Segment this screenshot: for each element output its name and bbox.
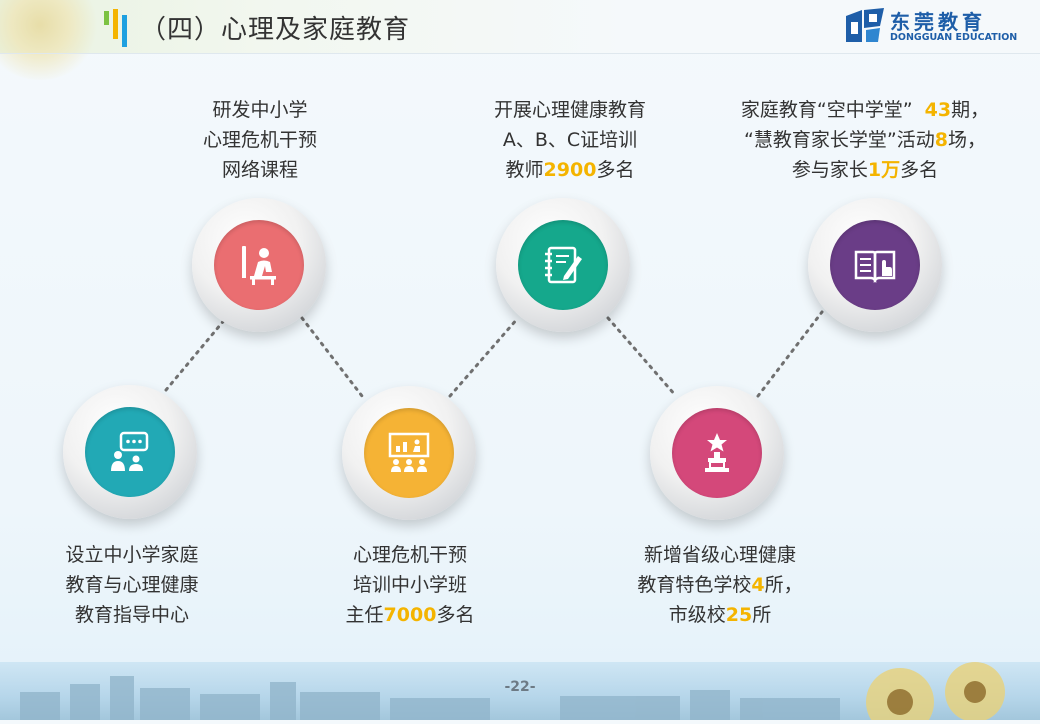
caption-parent-school: 家庭教育“空中学堂” 43期， “慧教育家长学堂”活动8场， 参与家长1万多名: [740, 99, 990, 181]
circle-certificate-training: [496, 198, 630, 332]
icon-badge: [672, 408, 762, 498]
logo-chinese-text: 东莞教育: [890, 10, 986, 34]
consult-icon: [111, 431, 149, 471]
icon-badge: [518, 220, 608, 310]
highlight-number: 4: [751, 574, 765, 596]
circle-parent-school: [808, 198, 942, 332]
caption-certificate-training: 开展心理健康教育 A、B、C证培训 教师2900多名: [493, 99, 646, 181]
circle-featured-schools: [650, 386, 784, 520]
circle-teacher-training: [342, 386, 476, 520]
icon-badge: [214, 220, 304, 310]
award-icon: [705, 433, 729, 472]
book-icon: [854, 250, 896, 284]
training-icon: [388, 432, 430, 472]
caption-featured-schools: 新增省级心理健康 教育特色学校4所， 市级校25所: [637, 544, 803, 626]
circle-online-course: [192, 198, 326, 332]
icon-badge: [85, 407, 175, 497]
highlight-number: 25: [725, 604, 753, 626]
page-number: -22-: [504, 679, 536, 695]
online-course-icon: [242, 246, 276, 285]
caption-guidance-center: 设立中小学家庭 教育与心理健康 教育指导中心: [65, 544, 199, 626]
header-bar: （四）心理及家庭教育 东莞教育 DONGGUAN EDUCATION: [0, 0, 1040, 80]
city-skyline-footer: [0, 662, 1040, 724]
skyline-decoration: [20, 662, 1005, 724]
dongguan-education-logo: 东莞教育 DONGGUAN EDUCATION: [842, 6, 1032, 46]
icon-badge: [830, 220, 920, 310]
highlight-number: 2900: [543, 159, 597, 181]
highlight-number: 8: [934, 129, 948, 151]
caption-online-course: 研发中小学 心理危机干预 网络课程: [202, 99, 317, 181]
page-title: （四）心理及家庭教育: [140, 15, 411, 45]
highlight-number: 1万: [867, 159, 901, 181]
highlight-number: 43: [924, 99, 952, 121]
highlight-number: 7000: [383, 604, 437, 626]
caption-teacher-training: 心理危机干预 培训中小学班 主任7000多名: [345, 544, 475, 626]
certificate-icon: [545, 246, 582, 284]
circle-guidance-center: [63, 385, 197, 519]
logo-english-text: DONGGUAN EDUCATION: [890, 32, 1018, 43]
icon-badge: [364, 408, 454, 498]
logo-mark-icon: [846, 8, 884, 42]
